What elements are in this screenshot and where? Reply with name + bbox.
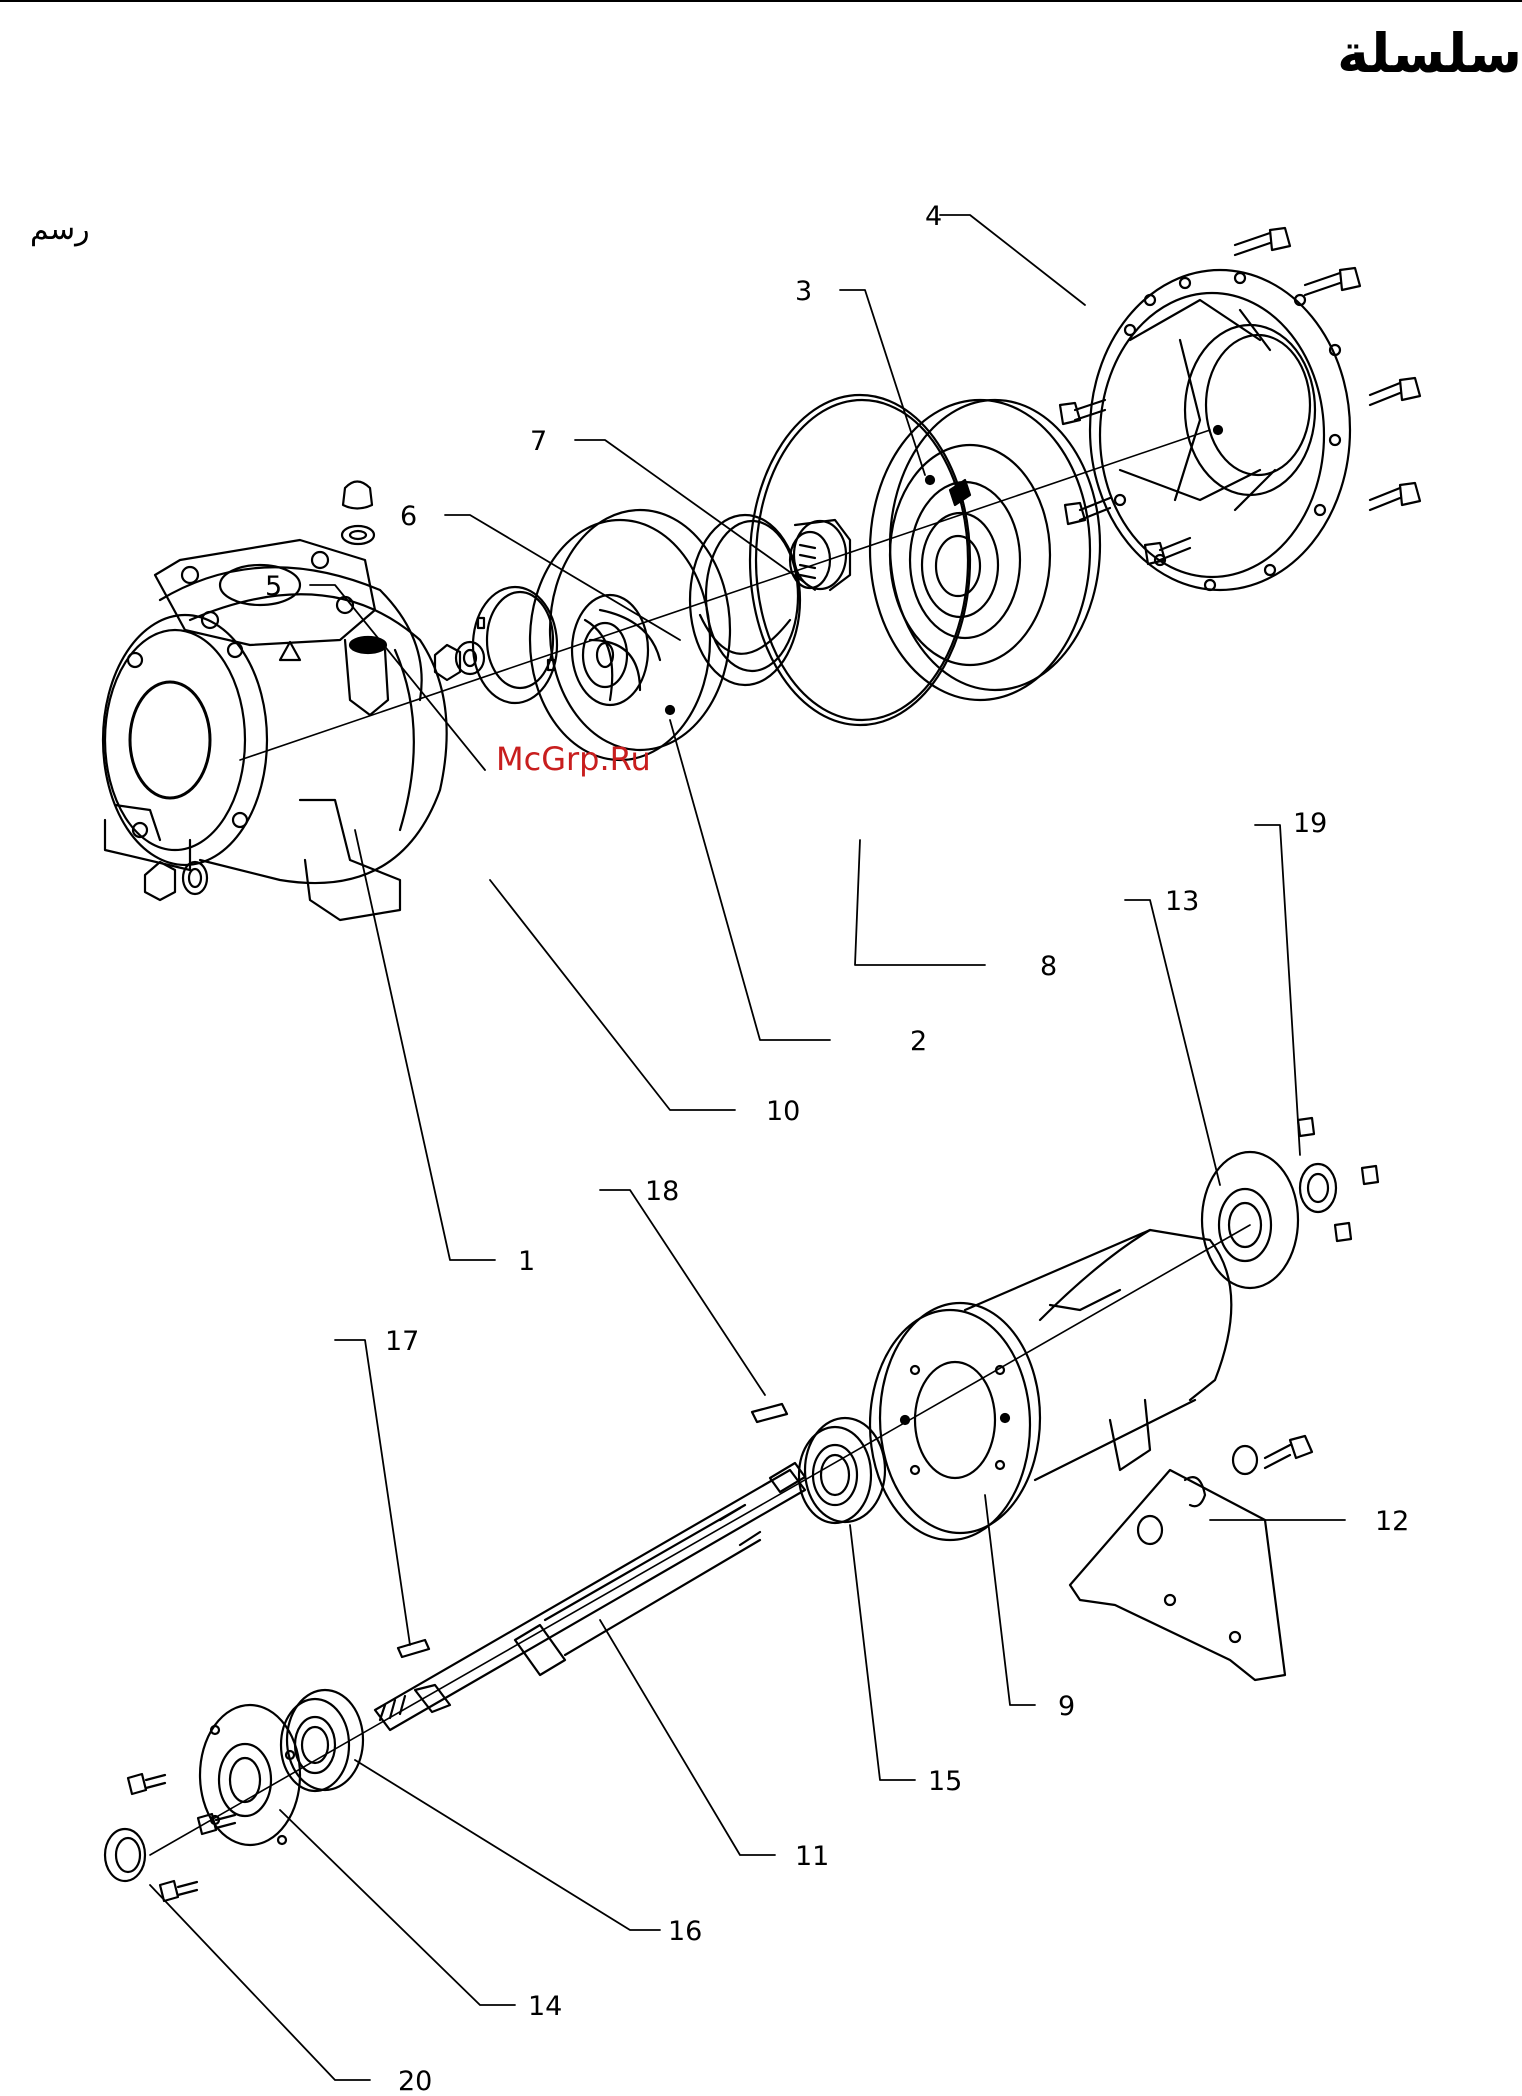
watermark: McGrp.Ru <box>496 740 651 778</box>
label-part-18: 18 <box>645 1176 679 1207</box>
label-part-9: 9 <box>1058 1691 1075 1722</box>
label-part-3: 3 <box>795 276 812 307</box>
label-part-14: 14 <box>528 1991 562 2022</box>
label-part-15: 15 <box>928 1766 962 1797</box>
impeller <box>530 510 730 760</box>
foot-bolt <box>1233 1436 1312 1474</box>
label-part-20: 20 <box>398 2066 432 2096</box>
label-part-2: 2 <box>910 1026 927 1057</box>
label-part-7: 7 <box>530 426 547 457</box>
wear-ring <box>473 587 557 703</box>
shaft-seal-rear <box>1300 1164 1336 1212</box>
adapter-bracket <box>1090 270 1350 590</box>
support-foot <box>1070 1470 1285 1680</box>
bearing-pump-side <box>799 1418 885 1523</box>
label-part-12: 12 <box>1375 1506 1409 1537</box>
label-part-4: 4 <box>925 201 942 232</box>
leader-lines <box>150 215 1345 2080</box>
casing-cover <box>870 400 1100 700</box>
label-part-1: 1 <box>518 1246 535 1277</box>
label-part-8: 8 <box>1040 951 1057 982</box>
label-part-16: 16 <box>668 1916 702 1947</box>
label-part-6: 6 <box>400 501 417 532</box>
label-part-19: 19 <box>1293 808 1327 839</box>
bracket-bolts <box>1060 228 1420 564</box>
label-part-11: 11 <box>795 1841 829 1872</box>
lower-axis-line <box>150 1225 1250 1855</box>
shaft-key-drive <box>398 1640 429 1657</box>
label-part-10: 10 <box>766 1096 800 1127</box>
label-part-5: 5 <box>265 571 282 602</box>
label-part-13: 13 <box>1165 886 1199 917</box>
casing-plug <box>342 482 374 545</box>
label-part-17: 17 <box>385 1326 419 1357</box>
bearing-housing <box>870 1230 1231 1540</box>
shaft-seal-front <box>105 1829 145 1881</box>
impeller-nut <box>435 642 484 680</box>
shaft-key-pump <box>752 1404 787 1422</box>
